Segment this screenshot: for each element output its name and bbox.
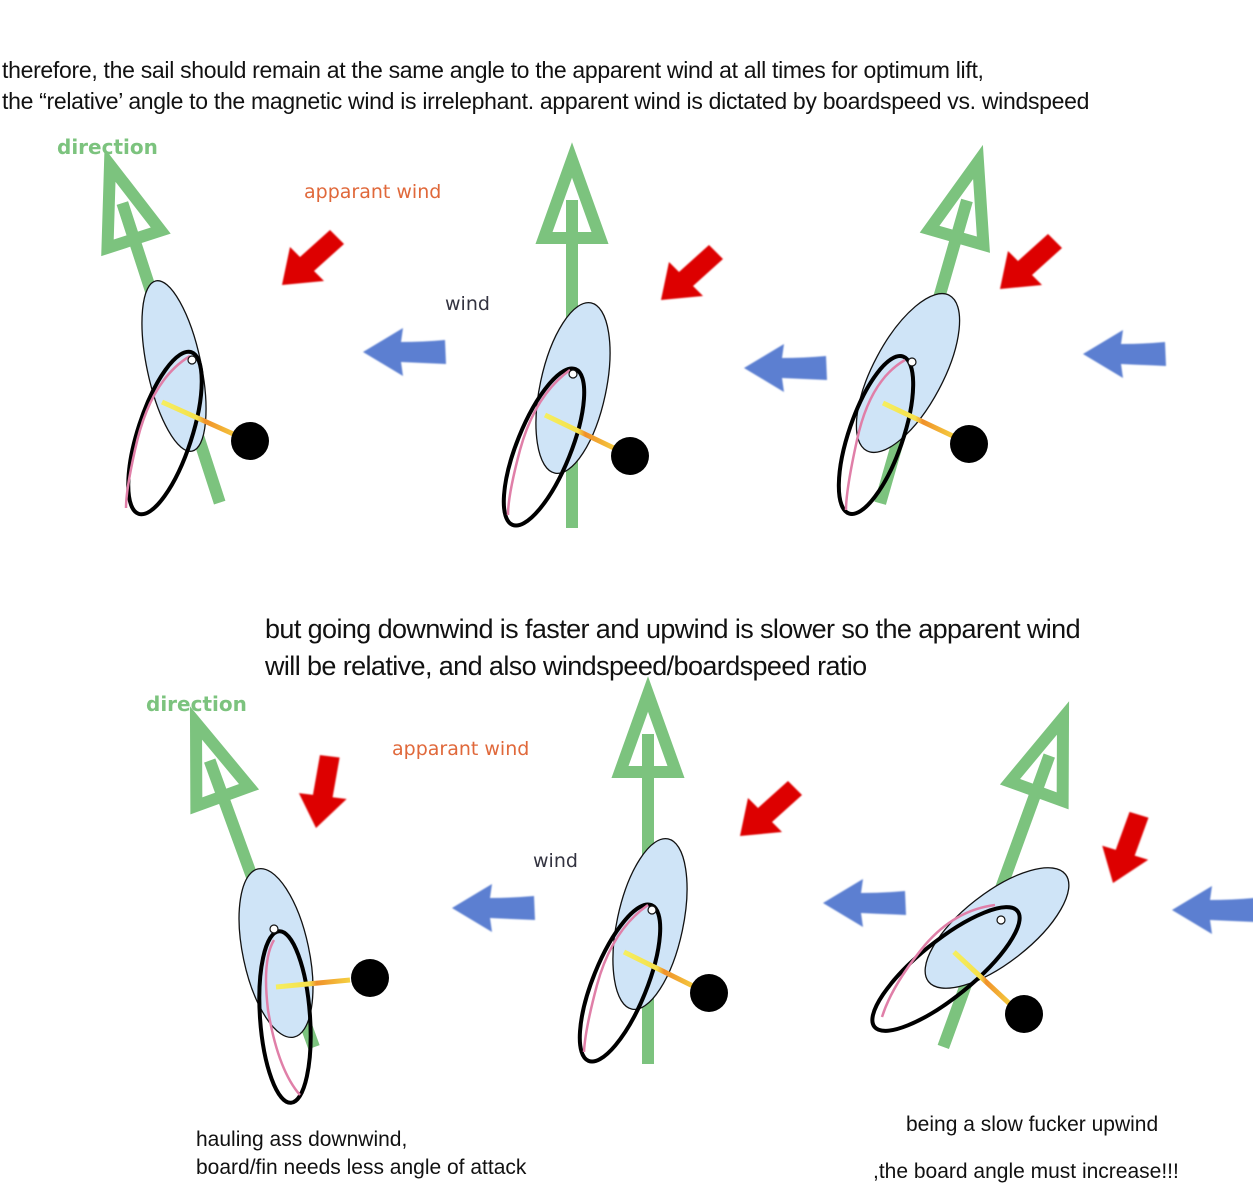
figure-row2-downwind [189,706,535,1105]
mast-foot-icon [568,369,578,379]
board-rail [582,903,649,1053]
apparent-wind-arrow-icon [1087,805,1168,883]
figure-row2-beam [577,676,906,1064]
wind-arrow-icon [823,879,906,927]
boom [543,412,620,453]
figure-row1-upwind [836,144,1166,516]
boom [952,950,1014,1008]
mast-foot-icon [187,355,197,365]
board-rail [506,368,571,516]
downwind-note: hauling ass downwind, board/fin needs le… [196,1126,526,1182]
wind-arrow-icon [1172,886,1253,934]
sail-shape [535,301,611,475]
mast-foot-icon [907,357,917,367]
board-rail [264,939,301,1096]
intro-line-2: the “relative’ angle to the magnetic win… [2,88,1090,114]
intro-text: therefore, the sail should remain at the… [2,55,1089,117]
sailor-icon [950,425,988,463]
board-rail [844,358,906,511]
middle-line-2: will be relative, and also windspeed/boa… [265,651,867,681]
mast-foot-icon [996,915,1006,925]
wind-arrow-icon [744,344,827,392]
boom [275,977,351,990]
boom [881,400,957,440]
sail-shape [924,867,1070,989]
apparent-wind-label: apparant wind [304,181,441,203]
wind-arrow-icon [1083,330,1166,378]
mast-foot-icon [269,924,279,934]
downwind-note-line-2: board/fin needs less angle of attack [196,1156,527,1179]
board-outline [257,929,313,1105]
board-rail [124,354,191,509]
sail-shape [855,292,961,454]
board-outline [836,354,916,516]
wind-arrow-icon [363,328,446,376]
middle-line-1: but going downwind is faster and upwind … [265,614,1081,644]
apparent-wind-arrow-icon [1000,234,1062,289]
sailor-icon [611,437,649,475]
wind-label: wind [445,293,490,315]
boom [160,399,242,440]
mast-foot-icon [647,905,657,915]
upwind-note-line-1: being a slow fucker upwind [906,1113,1159,1136]
sailor-icon [1005,995,1043,1033]
wind-arrow-icon [452,884,535,932]
board-outline [577,902,663,1064]
figure-row1-downwind [101,148,446,517]
middle-text: but going downwind is faster and upwind … [265,611,1081,685]
sail-shape [612,837,688,1011]
apparent-wind-arrow-icon [661,245,723,300]
board-outline [870,905,1022,1033]
direction-label: direction [146,692,247,716]
apparent-wind-label: apparant wind [392,738,529,760]
apparent-wind-arrow-icon [282,746,365,828]
downwind-note-line-1: hauling ass downwind, [196,1128,408,1151]
sailor-icon [351,959,389,997]
figure-row1-beam [501,142,827,528]
upwind-note-line-2: ,the board angle must increase!!! [873,1160,1179,1183]
board-outline [126,349,204,517]
apparent-wind-arrow-icon [740,781,802,836]
board-rail [880,903,996,1018]
boom [622,949,699,991]
intro-line-1: therefore, the sail should remain at the… [2,57,984,83]
sail-shape [141,280,207,452]
wind-label: wind [533,850,578,872]
board-outline [501,366,587,528]
sailor-icon [231,422,269,460]
figure-row2-upwind [870,701,1253,1049]
sailor-icon [690,974,728,1012]
apparent-wind-arrow-icon [282,230,344,285]
